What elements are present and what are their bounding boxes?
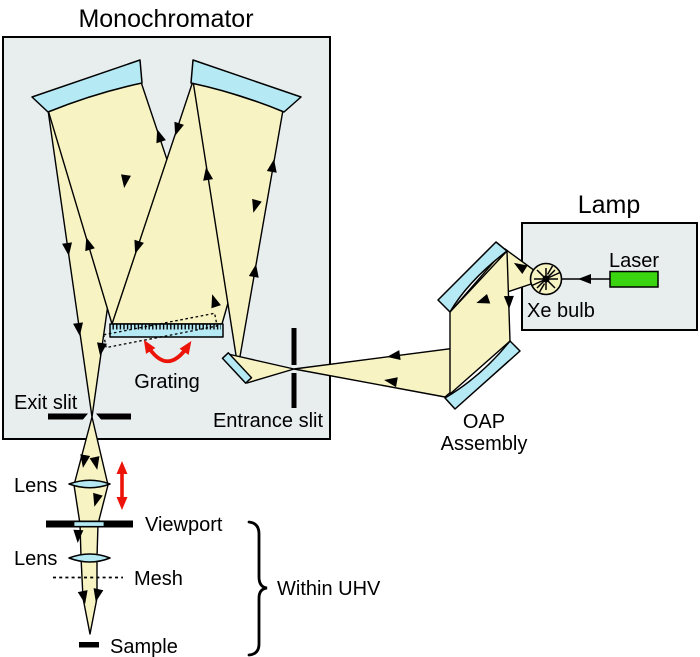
uhv-brace: [247, 520, 268, 657]
sample-label: Sample: [110, 636, 178, 657]
exit-slit-label: Exit slit: [14, 392, 78, 414]
fold-mirror: [221, 352, 253, 384]
grating-rotated-outline: [102, 312, 218, 349]
collimating-mirror: [190, 59, 302, 113]
oap-mirror-lower: [444, 340, 521, 410]
lens-translation-arrow-icon: [116, 461, 128, 510]
viewport-label: Viewport: [145, 514, 223, 536]
xe-bulb-rays: [531, 265, 561, 293]
grating-rotation-arrow-icon: [139, 336, 196, 364]
mesh-label: Mesh: [134, 568, 183, 590]
laser-label: Laser: [609, 250, 659, 272]
uhv-label: Within UHV: [277, 578, 381, 600]
lens-upper: [68, 479, 111, 489]
sample: [79, 642, 99, 648]
lamp-title: Lamp: [578, 191, 641, 219]
laser: [609, 270, 659, 288]
grating-label: Grating: [134, 371, 200, 393]
entrance-slit-label: Entrance slit: [213, 410, 323, 432]
oap-label-line2: Assembly: [441, 433, 528, 455]
entrance-slit: [291, 328, 297, 408]
xe-bulb-label: Xe bulb: [527, 300, 595, 322]
exit-slit: [48, 413, 131, 420]
lens-lower-label: Lens: [14, 548, 57, 570]
xe-bulb: [529, 262, 563, 296]
lens-upper-label: Lens: [14, 475, 57, 497]
oap-label-line1: OAP: [463, 411, 505, 433]
xe-bulb-arc-point: [542, 275, 550, 283]
monochromator-title: Monochromator: [78, 5, 253, 33]
focusing-mirror: [31, 59, 143, 113]
grating: [102, 312, 224, 349]
lens-lower: [68, 553, 111, 563]
viewport: [46, 520, 133, 528]
oap-mirror-upper: [437, 241, 508, 313]
